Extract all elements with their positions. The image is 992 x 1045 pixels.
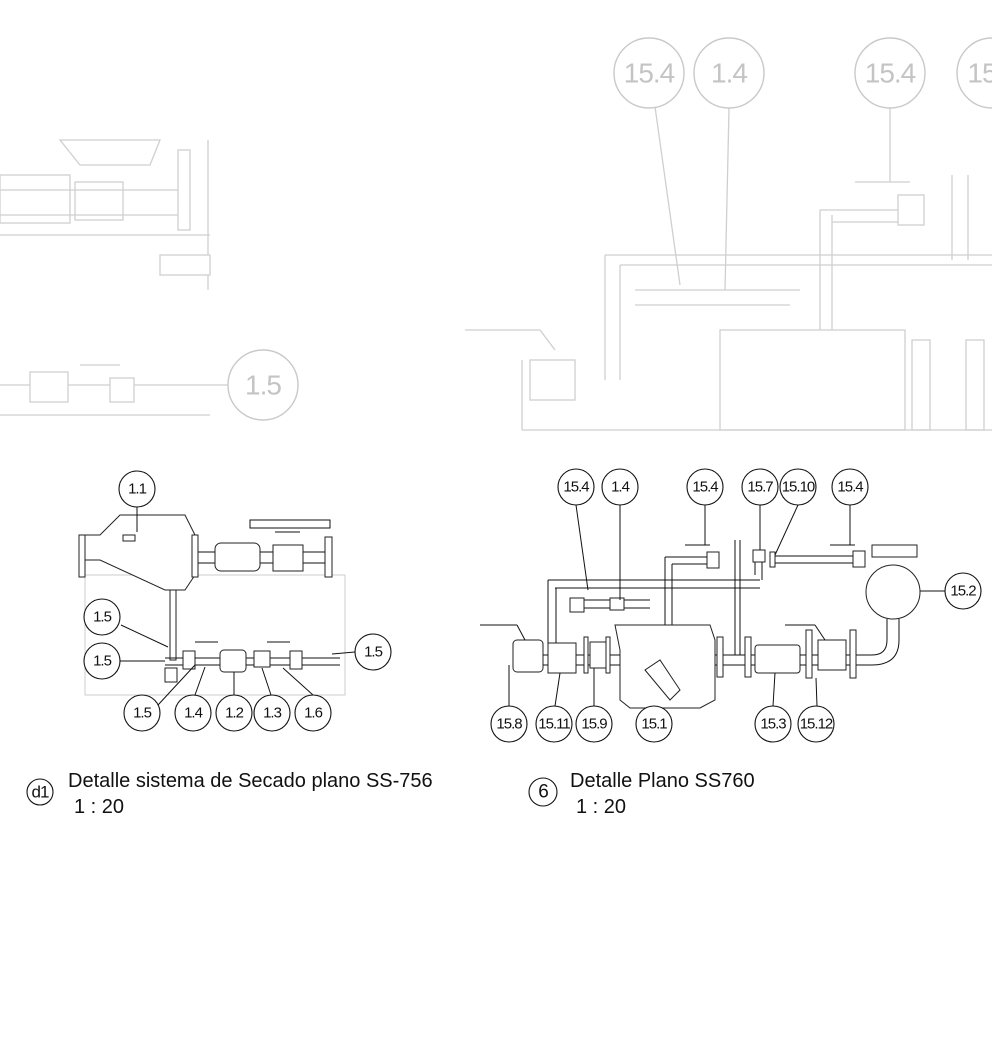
background-tag: 1.5 [227,349,299,421]
svg-text:15.12: 15.12 [800,716,833,733]
tag-15-8: 15.8 [490,705,528,743]
tag-15-4: 15.4 [831,468,869,506]
detail-d1-drawing [78,507,356,706]
svg-text:6: 6 [538,782,548,803]
svg-text:15.4: 15.4 [624,58,675,89]
svg-text:15.10: 15.10 [782,479,815,496]
svg-text:1.5: 1.5 [93,609,112,626]
svg-text:15.9: 15.9 [581,716,607,733]
background-tag: 15.4 [854,37,926,109]
svg-text:15.7: 15.7 [747,479,773,496]
tag-1-4: 1.4 [174,694,212,732]
tag-15-3: 15.3 [754,705,792,743]
tag-15-4: 15.4 [557,468,595,506]
tag-1-5: 1.5 [83,598,121,636]
svg-text:1.4: 1.4 [184,705,203,722]
view-title: Detalle sistema de Secado plano SS-756 [68,770,433,792]
background-tag: 15 [956,37,992,109]
tag-1-3: 1.3 [253,694,291,732]
svg-text:15.3: 15.3 [760,716,786,733]
tag-15-4: 15.4 [686,468,724,506]
background-view: 15.4 1.4 15.4 15 1.5 [0,37,992,431]
background-tag: 15.4 [613,37,685,109]
svg-text:1.5: 1.5 [364,644,383,661]
svg-text:15.4: 15.4 [563,479,589,496]
view-scale: 1 : 20 [576,796,626,818]
background-pipework-left [0,139,230,416]
tag-1-5: 1.5 [123,694,161,732]
tag-15-10: 15.10 [779,468,817,506]
svg-text:15.2: 15.2 [950,583,976,600]
tag-15-12: 15.12 [797,705,835,743]
background-tag: 1.4 [693,37,765,109]
detail-d1-caption: d1 Detalle sistema de Secado plano SS-75… [26,770,433,818]
svg-text:1.1: 1.1 [128,481,147,498]
tag-1-1: 1.1 [118,470,156,508]
tag-15-2: 15.2 [944,572,982,610]
svg-text:1.6: 1.6 [304,705,323,722]
svg-text:15.4: 15.4 [865,58,916,89]
svg-text:1.5: 1.5 [245,370,281,401]
svg-text:1.2: 1.2 [225,705,244,722]
tag-15-7: 15.7 [741,468,779,506]
tag-15-9: 15.9 [575,705,613,743]
svg-text:15.1: 15.1 [641,716,667,733]
svg-text:1.4: 1.4 [711,58,747,89]
svg-text:1.5: 1.5 [133,705,152,722]
detail-6-drawing [480,504,945,709]
svg-text:1.5: 1.5 [93,653,112,670]
svg-text:15.11: 15.11 [538,716,570,733]
tag-15-1: 15.1 [635,705,673,743]
svg-text:15.4: 15.4 [837,479,863,496]
view-marker-d1: d1 [26,778,54,806]
background-pipework-right [465,70,992,431]
view-scale: 1 : 20 [74,796,124,818]
tag-1-4: 1.4 [601,468,639,506]
view-marker-6: 6 [528,777,558,807]
detail-6-caption: 6 Detalle Plano SS760 1 : 20 [528,770,755,818]
tag-15-11: 15.11 [535,705,573,743]
tag-1-5: 1.5 [354,633,392,671]
svg-text:1.3: 1.3 [263,705,282,722]
svg-text:15.4: 15.4 [692,479,718,496]
tag-1-5: 1.5 [83,642,121,680]
detail-6-tags: 15.4 1.4 15.4 15.7 15.10 15.4 15.2 15.8 … [490,468,982,743]
view-title: Detalle Plano SS760 [570,770,755,792]
tag-1-6: 1.6 [294,694,332,732]
svg-text:15: 15 [967,58,992,89]
svg-text:d1: d1 [32,783,49,802]
svg-text:1.4: 1.4 [611,479,630,496]
svg-text:15.8: 15.8 [496,716,522,733]
detail-d1-tags: 1.1 1.5 1.5 1.5 1.5 1.4 1.2 1.3 1.6 [83,470,392,732]
tag-1-2: 1.2 [215,694,253,732]
